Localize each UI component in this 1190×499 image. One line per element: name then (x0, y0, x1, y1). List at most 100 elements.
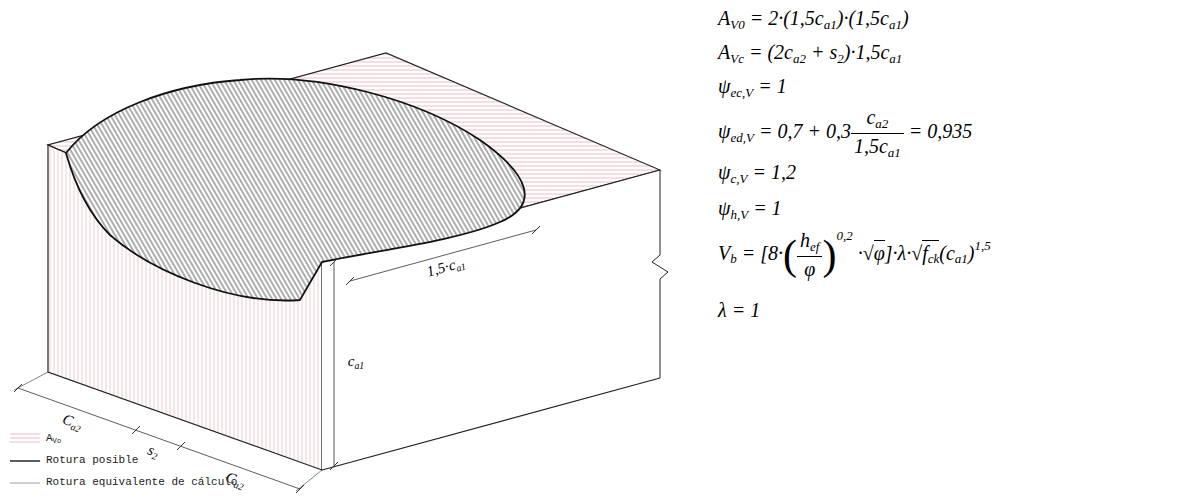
formula-line: ψc,V = 1,2 (718, 160, 796, 186)
formula-text: + s (806, 41, 837, 63)
formula-subscript: V0 (730, 17, 744, 32)
legend-label: Rotura equivalente de cálculo (46, 476, 237, 488)
fraction-numerator: hef (797, 229, 822, 257)
fraction-denominator: 1,5ca1 (851, 134, 904, 161)
formula-line: ψed,V = 0,7 + 0,3ca21,5ca1 = 0,935 (718, 106, 972, 161)
formula-line: AV0 = 2·(1,5ca1)·(1,5ca1) (718, 6, 909, 32)
formula-text: c (866, 106, 875, 128)
dimension-label: s2 (143, 442, 162, 463)
formula-subscript: a1 (889, 51, 902, 66)
breakout-cone-base (66, 79, 525, 301)
dimension-subscript: a1 (455, 261, 467, 274)
formula-text: = 0,7 + 0,3 (754, 120, 851, 142)
formula-text: )·(1,5c (837, 7, 889, 29)
formula-text: A (718, 7, 730, 29)
legend-line-sample (10, 483, 40, 484)
formula-text: = 0,935 (904, 120, 973, 142)
dimension-tick (14, 384, 22, 392)
formula-subscript: ed,V (730, 130, 753, 145)
formula-text: (c (939, 242, 955, 264)
extension-line (296, 470, 322, 491)
formula-text: ψ (718, 197, 730, 219)
formula-text: = 1 (753, 75, 787, 97)
dimension-tick (296, 485, 304, 493)
formula-exponent: 0,2 (836, 228, 852, 243)
formula-text: ]·λ·√ (885, 242, 922, 264)
formula-subscript: a1 (889, 17, 902, 32)
formula-text: ψ (718, 120, 730, 142)
block-edge (322, 378, 660, 470)
fraction: ca21,5ca1 (851, 106, 904, 161)
formula-subscript: c,V (730, 171, 747, 186)
dimension-label: Ca2 (58, 411, 86, 435)
formula-text: A (718, 41, 730, 63)
fraction-denominator: φ (797, 257, 822, 281)
legend-label: Rotura posible (46, 454, 138, 466)
formula-text: ·√ (853, 242, 874, 264)
formula-subscript: h,V (730, 207, 748, 222)
formula-text: = 1 (748, 197, 782, 219)
dimension-label: ca1 (346, 354, 366, 371)
formula-subscript: a2 (875, 116, 888, 131)
formula-subscript: a1 (888, 145, 901, 160)
formula-bracket: ( (783, 232, 797, 278)
legend-subscript: Vo (53, 437, 62, 445)
formula-subscript: ef (810, 239, 819, 254)
dimension-tick (330, 258, 338, 266)
formula-text: )·1,5c (844, 41, 890, 63)
dimension-symbol: 1,5·c (425, 256, 457, 279)
formula-text: ) (968, 242, 975, 264)
dimension-tick (132, 426, 140, 434)
formula-text: = (2c (744, 41, 793, 63)
breakout-cone (66, 79, 525, 301)
formula-line: Vb = [8·(hefφ)0,2 ·√φ]·λ·√fck(ca1)1,5 (718, 228, 991, 281)
formula-line: ψec,V = 1 (718, 74, 787, 100)
legend-text: Rotura equivalente de cálculo (46, 477, 237, 488)
formula-text: ) (902, 7, 909, 29)
formula-subscript: Vc (730, 51, 744, 66)
formula-text: f (922, 242, 928, 264)
formula-line: ψh,V = 1 (718, 196, 782, 222)
dimension-line (334, 262, 335, 466)
formula-text: = 1,2 (747, 161, 796, 183)
legend-line-sample (10, 460, 40, 462)
formula-text: φ (874, 242, 885, 264)
dimension-tick (532, 226, 540, 234)
legend-label: A (46, 432, 53, 444)
dimension-line (350, 230, 536, 281)
legend-text: Rotura posible (46, 455, 138, 466)
formula-subscript: ec,V (730, 85, 753, 100)
formula-subscript: a2 (793, 51, 806, 66)
formula-text: φ (804, 258, 815, 280)
formula-text: 1,5c (854, 135, 888, 157)
formula-subscript: ck (928, 251, 940, 266)
dimension-subscript: a1 (354, 360, 364, 371)
formula-subscript: b (730, 251, 737, 266)
break-line (652, 170, 668, 378)
formula-subscript: 2 (837, 51, 844, 66)
dimension-tick (346, 277, 354, 285)
dimension-symbol: c (348, 353, 355, 369)
formula-text: = [8· (737, 242, 783, 264)
legend-text: AVo (46, 433, 61, 445)
formula-line: AVc = (2ca2 + s2)·1,5ca1 (718, 40, 902, 66)
formula-line: λ = 1 (718, 298, 760, 322)
formula-exponent: 1,5 (974, 238, 990, 253)
formula-subscript: a1 (824, 17, 837, 32)
dimension-line (18, 388, 300, 489)
dimension-label: 1,5·ca1 (423, 254, 469, 281)
radicand: φ (874, 240, 885, 264)
formula-text: = 2·(1,5c (745, 7, 824, 29)
dimension-tick (330, 462, 338, 470)
fraction-numerator: ca2 (851, 106, 904, 134)
formula-bracket: ) (822, 232, 836, 278)
formula-text: ψ (718, 75, 730, 97)
formula-text: ψ (718, 161, 730, 183)
legend-hatch-sample (10, 433, 40, 445)
formula-subscript: a1 (955, 251, 968, 266)
formula-text: h (800, 229, 810, 251)
fraction: hefφ (797, 229, 822, 281)
dimension-subscript: a2 (69, 421, 82, 435)
